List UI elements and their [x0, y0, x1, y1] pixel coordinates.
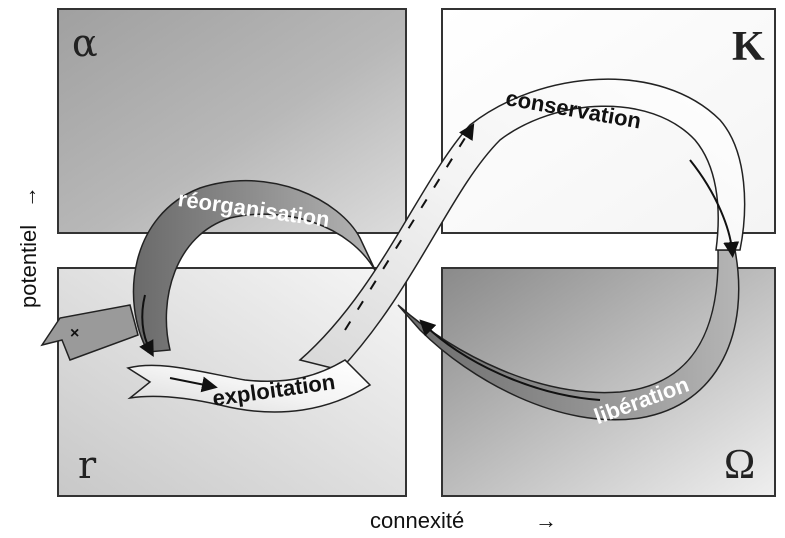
loop-band-reorganisation — [132, 179, 377, 353]
quadrant-label-k: K — [732, 24, 765, 70]
x-axis-label: connexité — [370, 508, 464, 533]
loop-band-exploitation — [126, 359, 372, 413]
flow-arrow-conservation — [689, 159, 740, 258]
y-axis-label-group: potentiel → — [16, 186, 41, 308]
loop-band-liberation — [397, 249, 740, 421]
quadrant-label-r: r — [78, 443, 97, 487]
flow-arrow-exploitation — [169, 376, 218, 393]
exit-mark-icon: × — [70, 325, 79, 342]
x-axis-arrow-icon: → — [535, 508, 557, 533]
exit-arrow — [40, 304, 139, 361]
flow-arrow-reorganisation — [139, 294, 154, 358]
quadrant-label-omega: Ω — [724, 442, 755, 488]
quadrant-label-alpha: α — [72, 21, 98, 65]
flow-arrow-liberation — [419, 319, 601, 401]
flow-arrow-dashed — [344, 123, 475, 331]
y-axis-arrow-icon: → — [16, 186, 41, 208]
y-axis-label: potentiel — [16, 225, 41, 308]
